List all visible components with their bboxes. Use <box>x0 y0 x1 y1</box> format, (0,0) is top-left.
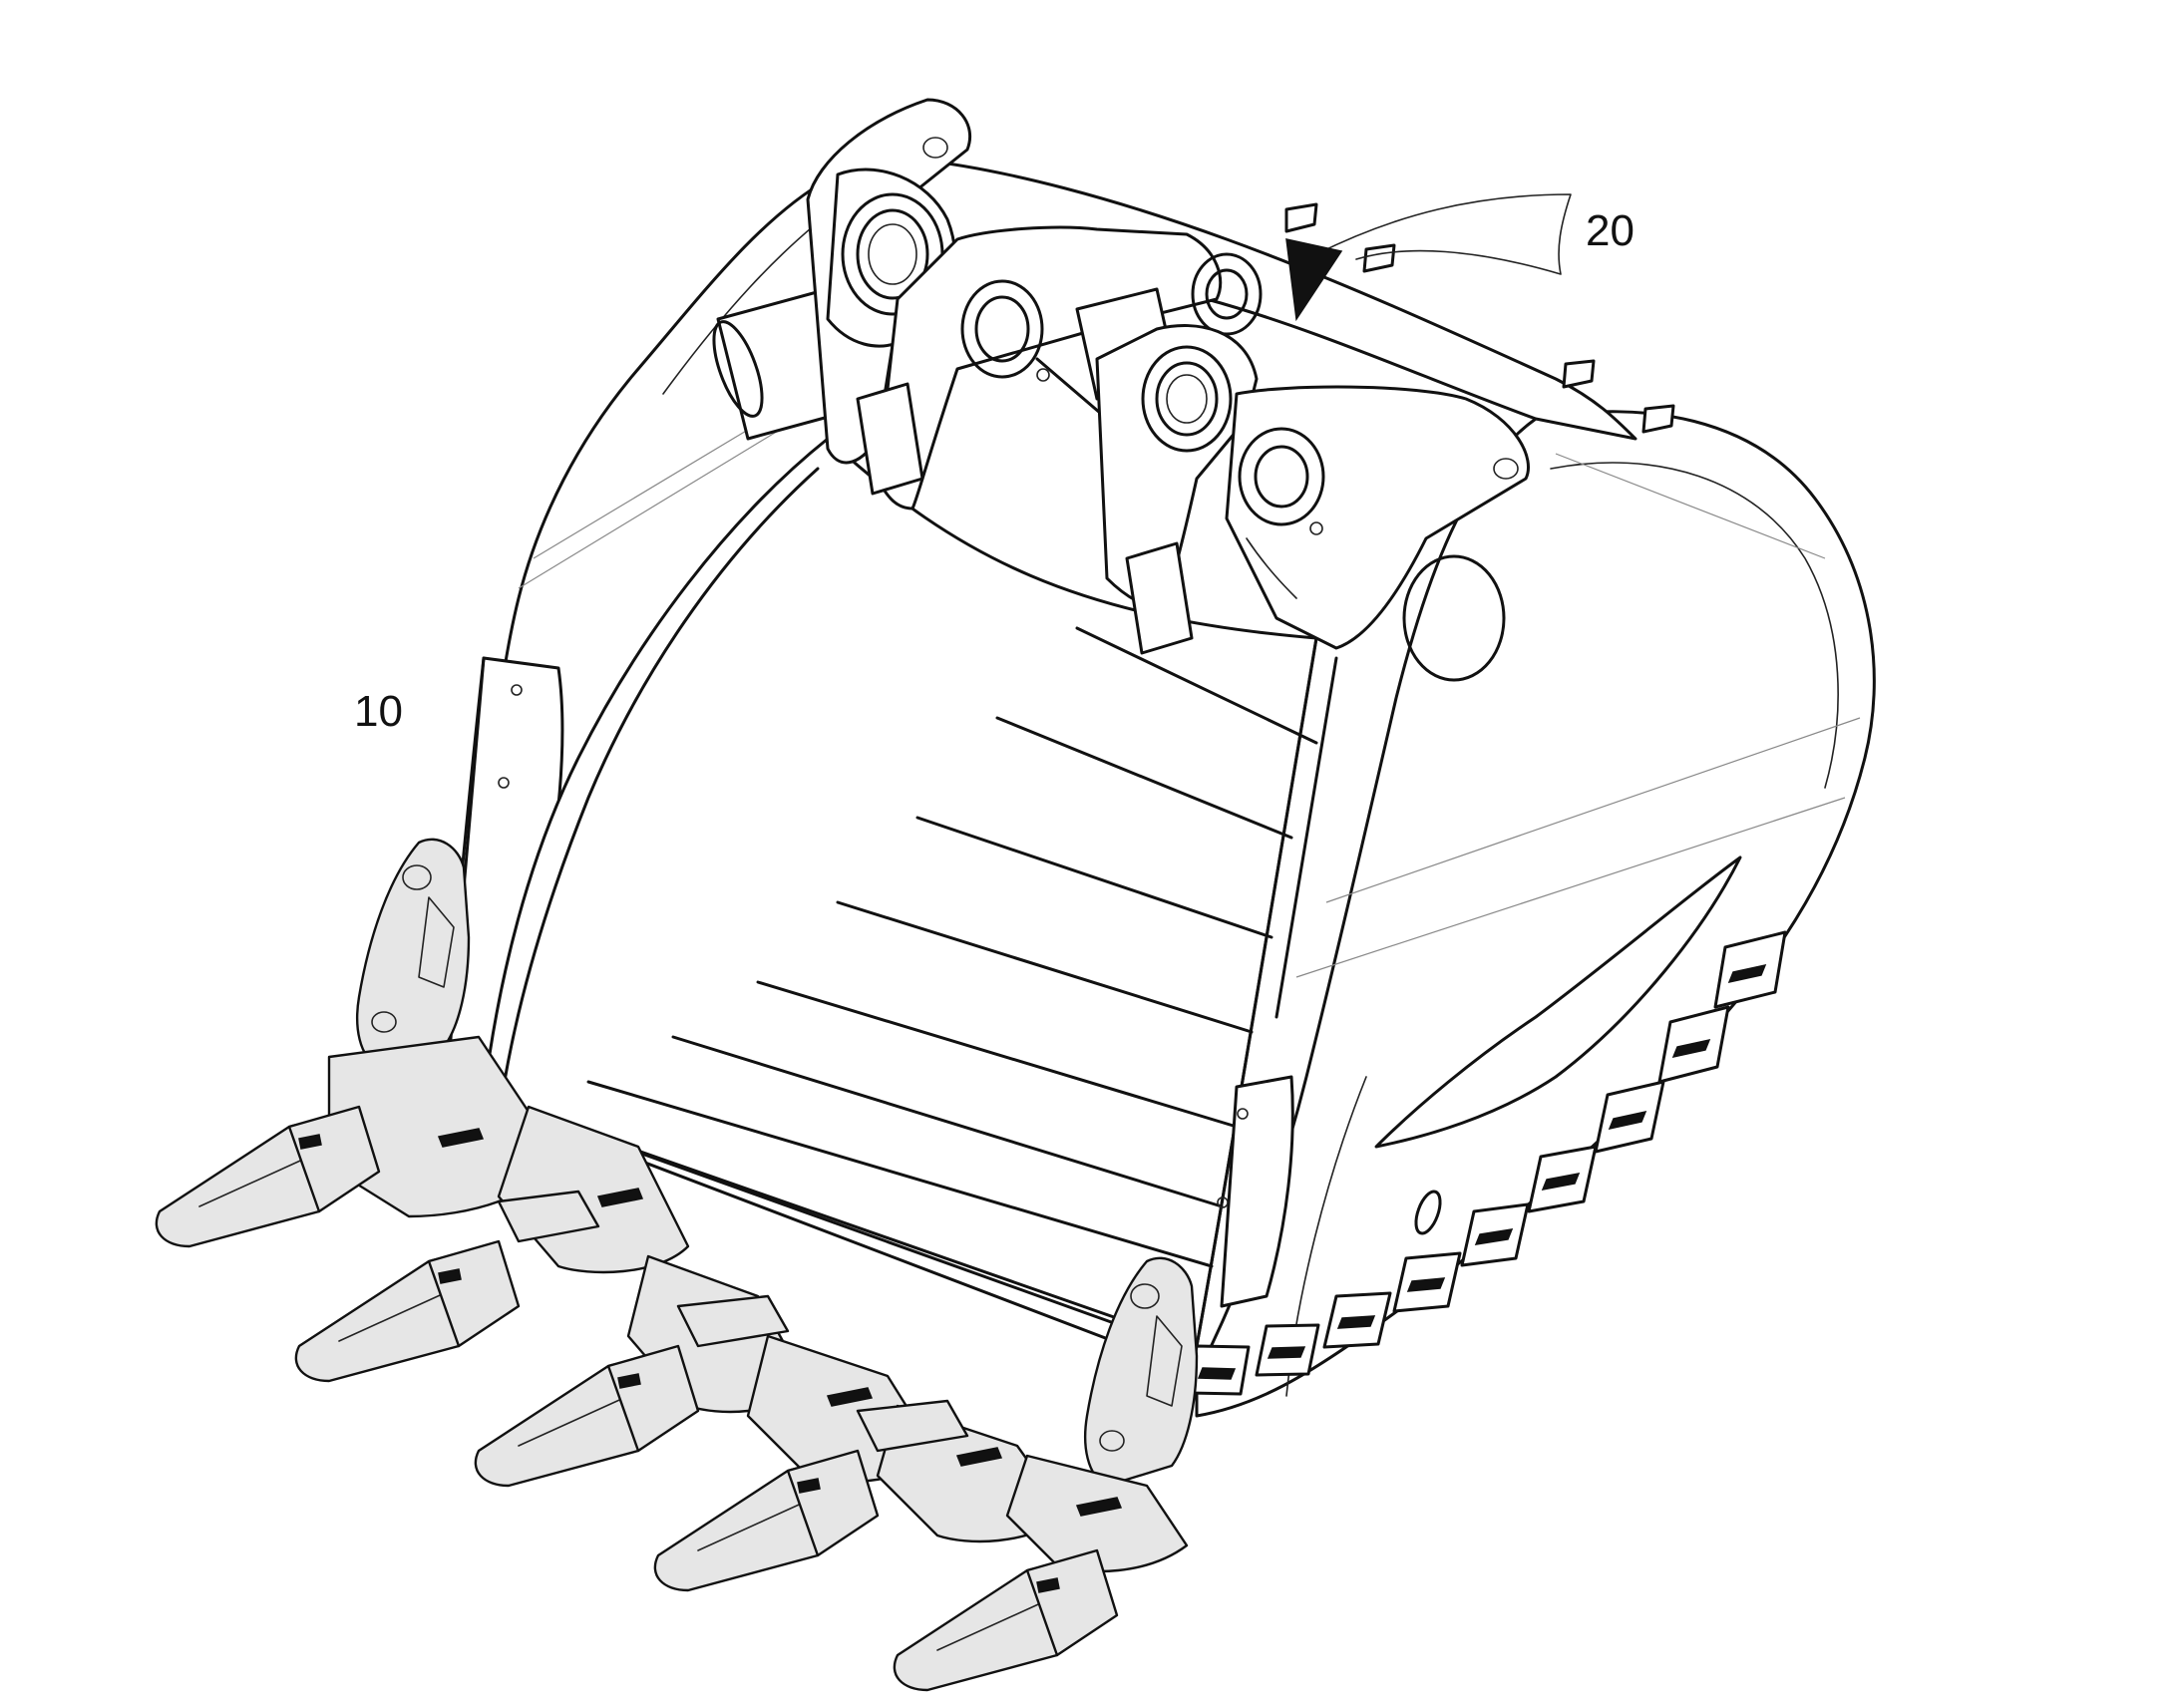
wear-pad <box>1594 1080 1665 1154</box>
wear-pad <box>1322 1291 1392 1349</box>
wear-pad <box>1713 930 1787 1009</box>
wear-pads-row <box>1187 930 1787 1396</box>
wear-pad <box>1255 1323 1320 1377</box>
bucket-side-shell <box>1195 410 1876 1418</box>
tooth <box>893 1548 1119 1692</box>
side-tooth-left <box>356 838 471 1069</box>
reference-arrow-20 <box>1285 193 1572 322</box>
tooth <box>474 1294 790 1488</box>
reference-label-20: 20 <box>1586 206 1635 255</box>
reference-label-10: 10 <box>354 687 403 736</box>
tooth <box>653 1399 969 1592</box>
tooth <box>155 1105 381 1248</box>
wear-pad <box>1527 1145 1598 1213</box>
top-wear-pads <box>1284 202 1675 434</box>
mounting-brackets <box>712 98 1530 682</box>
wear-pad <box>1657 1005 1730 1084</box>
wear-pad <box>1392 1251 1462 1313</box>
bucket-teeth <box>155 1035 1189 1692</box>
wear-pad <box>1460 1202 1530 1267</box>
tooth <box>294 1190 600 1383</box>
